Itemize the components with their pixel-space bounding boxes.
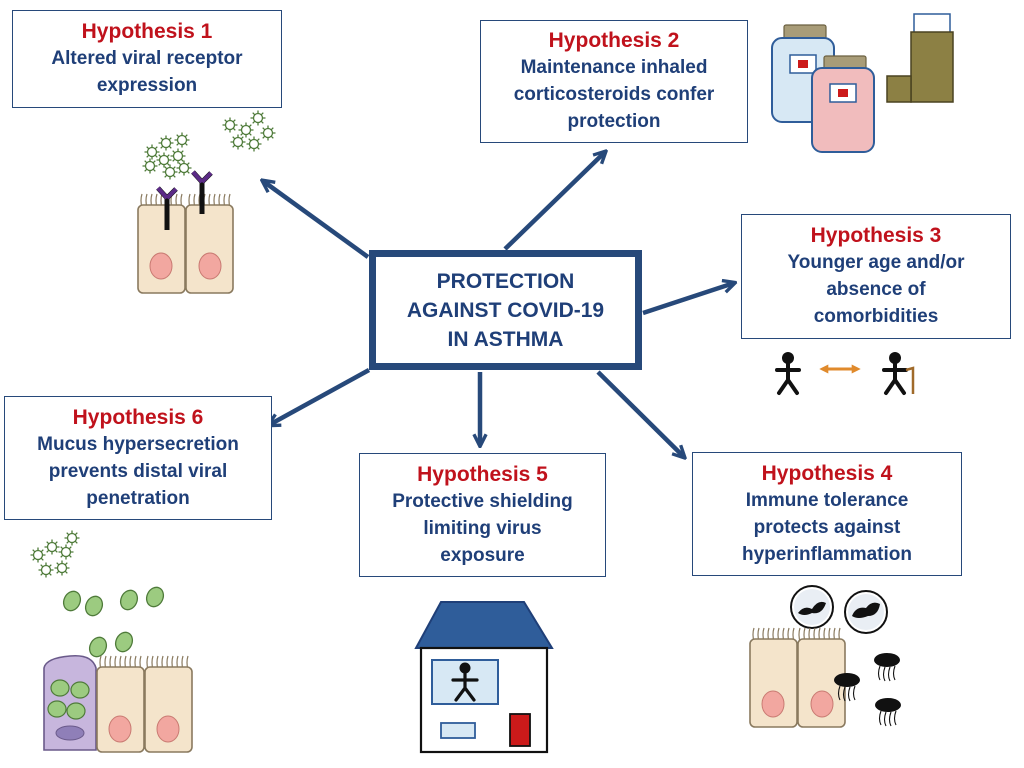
hypothesis-title: Hypothesis 3 [810, 224, 942, 247]
hypothesis-text: expression [96, 75, 198, 96]
hypothesis-5-box: Hypothesis 5 Protective shielding limiti… [359, 453, 606, 577]
hypothesis-1-box: Hypothesis 1 Altered viral receptor expr… [12, 10, 282, 108]
arrow-to-hypothesis-1 [263, 181, 370, 259]
center-box-protection: PROTECTION AGAINST COVID-19 IN ASTHMA [369, 250, 642, 370]
arrow-to-hypothesis-2 [503, 152, 605, 251]
hypothesis-title: Hypothesis 6 [72, 405, 204, 429]
airway-cells-receptor-icon [137, 109, 277, 294]
hypothesis-text: protection [567, 111, 661, 132]
hypothesis-title: Hypothesis 4 [761, 461, 893, 485]
hypothesis-text: absence of [826, 279, 926, 300]
center-line: IN ASTHMA [447, 327, 564, 351]
hypothesis-text: penetration [86, 487, 190, 509]
arrow-to-hypothesis-3 [642, 283, 734, 316]
hypothesis-text: Younger age and/or [787, 252, 965, 273]
arrow-to-hypothesis-6 [269, 368, 371, 425]
immune-cells-icon [749, 585, 902, 728]
house-shielding-icon [414, 601, 554, 754]
arrows [263, 152, 734, 457]
young-old-person-icon [775, 350, 915, 395]
hypothesis-text: hyperinflammation [742, 543, 912, 565]
hypothesis-text: Maintenance inhaled [520, 57, 708, 78]
hypothesis-text: Immune tolerance [745, 489, 909, 511]
center-line: AGAINST COVID-19 [406, 298, 605, 322]
hypothesis-text: comorbidities [813, 306, 939, 327]
hypothesis-3-box: Hypothesis 3 Younger age and/or absence … [741, 214, 1011, 339]
hypothesis-6-box: Hypothesis 6 Mucus hypersecretion preven… [4, 396, 272, 520]
arrow-to-hypothesis-4 [596, 370, 684, 457]
hypothesis-text: limiting virus [423, 517, 542, 539]
hypothesis-title: Hypothesis 5 [417, 462, 548, 486]
hypothesis-title: Hypothesis 1 [81, 20, 213, 43]
hypothesis-text: protects against [753, 516, 901, 538]
hypothesis-text: Protective shielding [392, 490, 573, 512]
hypothesis-text: exposure [440, 544, 525, 566]
center-line: PROTECTION [436, 269, 575, 293]
inhaler-medication-icon [771, 13, 954, 153]
hypothesis-2-box: Hypothesis 2 Maintenance inhaled cortico… [480, 20, 748, 143]
hypothesis-text: prevents distal viral [48, 460, 228, 482]
hypothesis-text: corticosteroids confer [513, 84, 715, 105]
hypothesis-4-box: Hypothesis 4 Immune tolerance protects a… [692, 452, 962, 576]
hypothesis-text: Mucus hypersecretion [37, 433, 239, 455]
hypothesis-title: Hypothesis 2 [548, 29, 680, 52]
mucus-cells-icon [29, 529, 193, 753]
hypothesis-text: Altered viral receptor [51, 48, 243, 69]
